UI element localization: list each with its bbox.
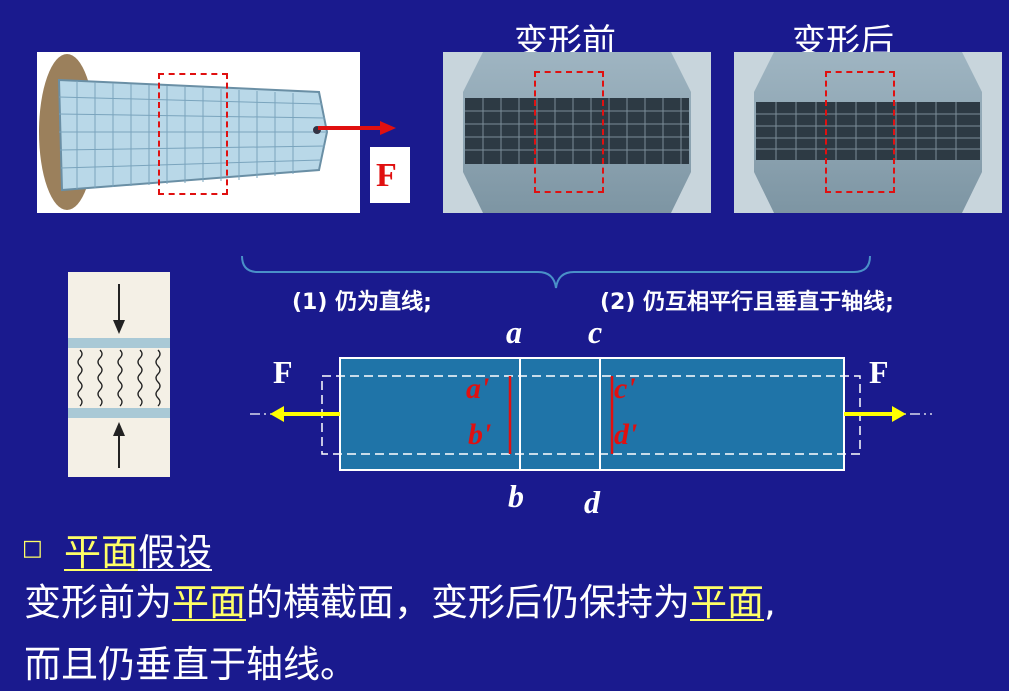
label-c-prime: c' [614, 372, 636, 405]
before-specimen-grid [443, 52, 711, 213]
specimen-photo [37, 52, 360, 213]
body-line-1: 变形前为平面的横截面，变形后仍保持为平面, [24, 572, 776, 626]
body-highlight-plane-1: 平面 [172, 581, 246, 624]
bar-force-left: F [273, 354, 293, 390]
specimen-dashed-region [158, 73, 228, 195]
body-text-segment: 变形前为 [24, 581, 172, 624]
specimen-illustration [39, 54, 329, 210]
force-label-box: F [370, 147, 410, 203]
before-dashed-region [534, 71, 604, 193]
heading-highlight: 平面 [64, 531, 138, 574]
bar-diagram [250, 357, 932, 471]
heading-title: 平面假设 [64, 522, 212, 576]
label-d: d [584, 484, 600, 520]
force-arrow-specimen [318, 121, 396, 135]
annotation-parallel-perpendicular: (2) 仍互相平行且垂直于轴线; [600, 290, 894, 315]
after-dashed-region [825, 71, 895, 193]
label-a: a [506, 314, 522, 350]
body-text-segment: 的横截面，变形后仍保持为 [246, 581, 690, 624]
label-b: b [508, 478, 524, 514]
bullet-square: □ [22, 536, 43, 561]
label-d-prime: d' [614, 418, 638, 451]
bar-body [339, 357, 845, 471]
curly-brace [241, 255, 871, 289]
spring-compression-illustration [68, 284, 170, 468]
body-highlight-plane-2: 平面 [690, 581, 764, 624]
compression-figure [68, 272, 170, 477]
heading-rest: 假设 [138, 531, 212, 574]
label-b-prime: b' [468, 418, 492, 451]
force-label: F [376, 157, 397, 194]
label-a-prime: a' [466, 372, 490, 405]
body-text-segment: , [764, 581, 776, 624]
body-line-2: 而且仍垂直于轴线。 [24, 643, 357, 686]
annotation-straight-lines: (1) 仍为直线; [292, 290, 432, 315]
after-photo [734, 52, 1002, 213]
after-specimen-grid [734, 52, 1002, 213]
before-photo [443, 52, 711, 213]
label-c: c [588, 314, 603, 350]
bar-force-right: F [869, 354, 889, 390]
